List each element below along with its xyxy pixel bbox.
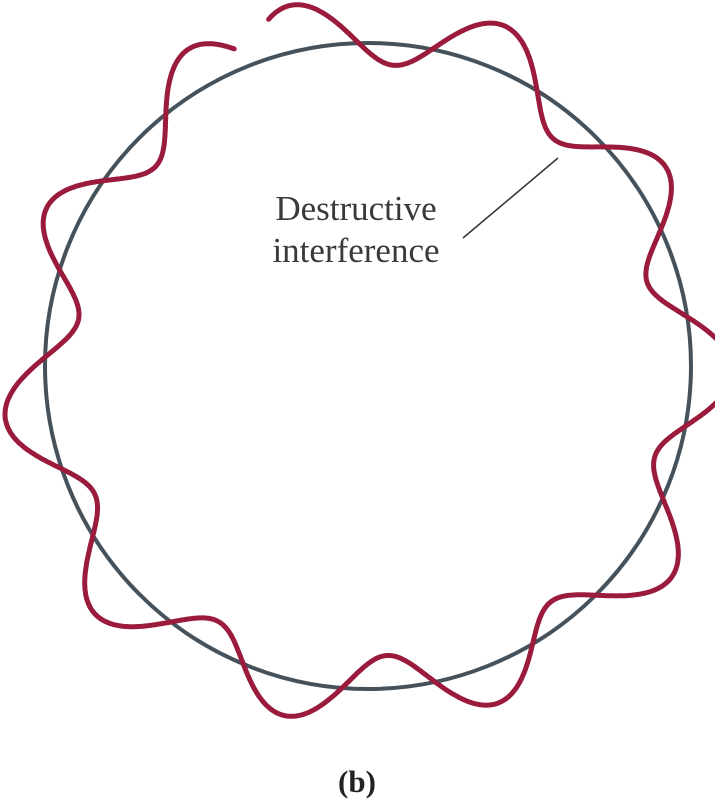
panel-label: (b) <box>307 764 407 800</box>
annotation-leader-line <box>463 158 558 238</box>
destructive-interference-label: Destructive interference <box>236 188 476 272</box>
orbit-circle <box>45 43 691 689</box>
standing-wave-curve <box>5 5 715 717</box>
annotation-line-2: interference <box>236 230 476 272</box>
annotation-line-1: Destructive <box>236 188 476 230</box>
